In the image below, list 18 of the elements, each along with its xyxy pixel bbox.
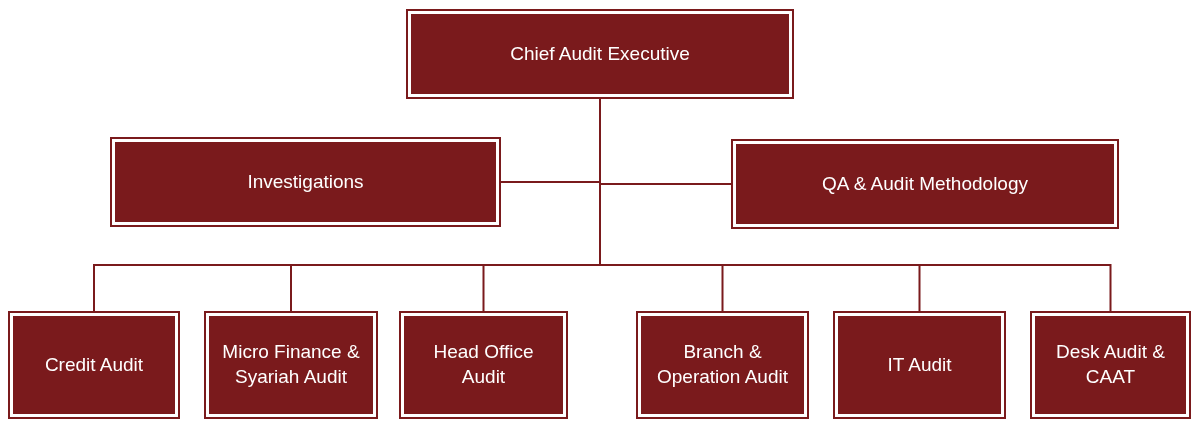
unit-name: QA & Audit Methodology	[822, 171, 1028, 196]
unit-name: Credit Audit	[44, 352, 144, 377]
org-unit-box	[833, 311, 1006, 419]
org-unit-box	[406, 9, 794, 99]
unit-name: Chief Audit Executive	[510, 41, 690, 66]
org-unit-box	[110, 137, 501, 227]
org-unit-box	[1030, 311, 1191, 419]
unit-name: Investigations	[247, 169, 364, 194]
unit-name: Head Office Audit	[432, 340, 535, 389]
unit-name: Branch & Operation Audit	[656, 340, 789, 389]
unit-name: Desk Audit & CAAT	[1055, 340, 1166, 389]
org-unit-box	[399, 311, 568, 419]
unit-name: Micro Finance & Syariah Audit	[221, 340, 361, 389]
unit-name: IT Audit	[887, 352, 952, 377]
org-unit-box	[636, 311, 809, 419]
org-unit-box	[204, 311, 378, 419]
org-unit-box	[731, 139, 1119, 229]
org-unit-box	[8, 311, 180, 419]
